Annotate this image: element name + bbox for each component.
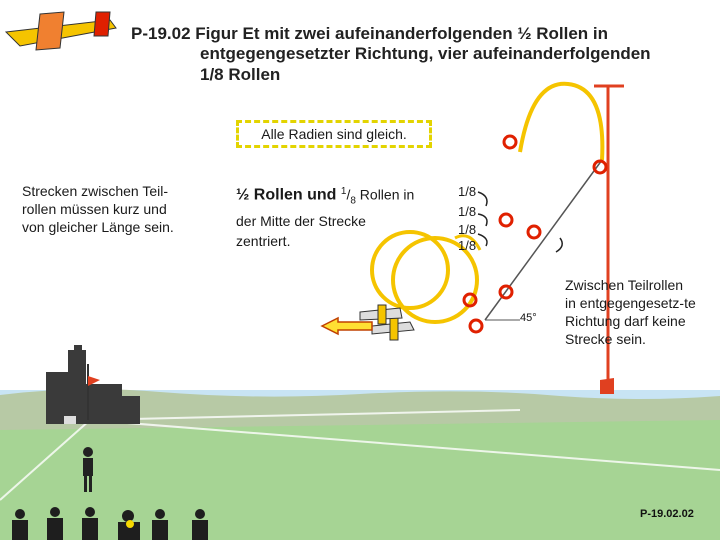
mid-note-rest: Rollen in [355, 186, 415, 203]
eighth-label: 1/8 [458, 184, 477, 199]
roll-marker [462, 292, 478, 308]
loop-connector [454, 234, 482, 251]
roll-marker [498, 212, 514, 228]
mid-note-line-2: der Mitte der Strecke [236, 213, 366, 230]
radii-note: Alle Radien sind gleich. [236, 120, 432, 148]
ground-line [89, 409, 521, 421]
top-loop [518, 81, 605, 161]
castle-ruin [46, 345, 140, 424]
plane-logo [4, 11, 117, 51]
ground [0, 400, 720, 540]
eighth-roll-arrows [477, 191, 563, 253]
right-note-line: in entgegengesetz-te [565, 295, 696, 311]
roll-marker [526, 224, 542, 240]
left-note: Strecken zwischen Teil- rollen müssen ku… [22, 182, 222, 236]
airplane-upper [359, 304, 403, 325]
diagonal-line [484, 159, 603, 321]
left-note-line: Strecken zwischen Teil- [22, 183, 169, 199]
lower-loop-front [391, 236, 479, 324]
title-line-1: P-19.02 Figur Et mit zwei aufeinanderfol… [131, 24, 609, 43]
right-note: Zwischen Teilrollen in entgegengesetz-te… [565, 276, 696, 348]
angle-label: 45° [520, 312, 537, 324]
mid-note-line-1: ½ Rollen und 1/8 Rollen in [236, 186, 415, 207]
eighth-label: 1/8 [458, 238, 477, 253]
judge-highlight [126, 520, 134, 528]
footer-code: P-19.02.02 [640, 508, 694, 520]
direction-arrow [320, 316, 373, 336]
lower-loop-back [370, 230, 450, 310]
title-line-3: 1/8 Rollen [200, 65, 281, 84]
hills [0, 389, 720, 430]
roll-markers [462, 134, 608, 334]
airplane-lower [371, 317, 415, 341]
roll-marker [498, 284, 514, 300]
pilot-figure [83, 447, 93, 492]
mid-note-line-3: zentriert. [236, 233, 291, 250]
mid-note-bold: ½ Rollen und [236, 186, 341, 204]
judges-row [12, 507, 208, 540]
mid-note: ½ Rollen und 1/8 Rollen in der Mitte der… [236, 182, 466, 251]
ground-line [89, 419, 720, 471]
mid-note-frac-num: 1 [340, 186, 347, 197]
left-note-line: von gleicher Länge sein. [22, 219, 174, 235]
roll-marker [502, 134, 518, 150]
eighth-label: 1/8 [458, 204, 477, 219]
right-flag [600, 378, 614, 394]
eighth-label: 1/8 [458, 222, 477, 237]
left-note-line: rollen müssen kurz und [22, 201, 167, 217]
mid-note-frac-den: 8 [350, 195, 356, 207]
roll-marker [468, 318, 484, 334]
left-flag [88, 376, 100, 386]
title-line-2: entgegengesetzter Richtung, vier aufeina… [200, 44, 651, 63]
right-note-line: Strecke sein. [565, 331, 646, 347]
ground-line [0, 419, 91, 501]
right-note-line: Zwischen Teilrollen [565, 277, 684, 293]
right-note-line: Richtung darf keine [565, 313, 686, 329]
roll-marker [592, 159, 608, 175]
